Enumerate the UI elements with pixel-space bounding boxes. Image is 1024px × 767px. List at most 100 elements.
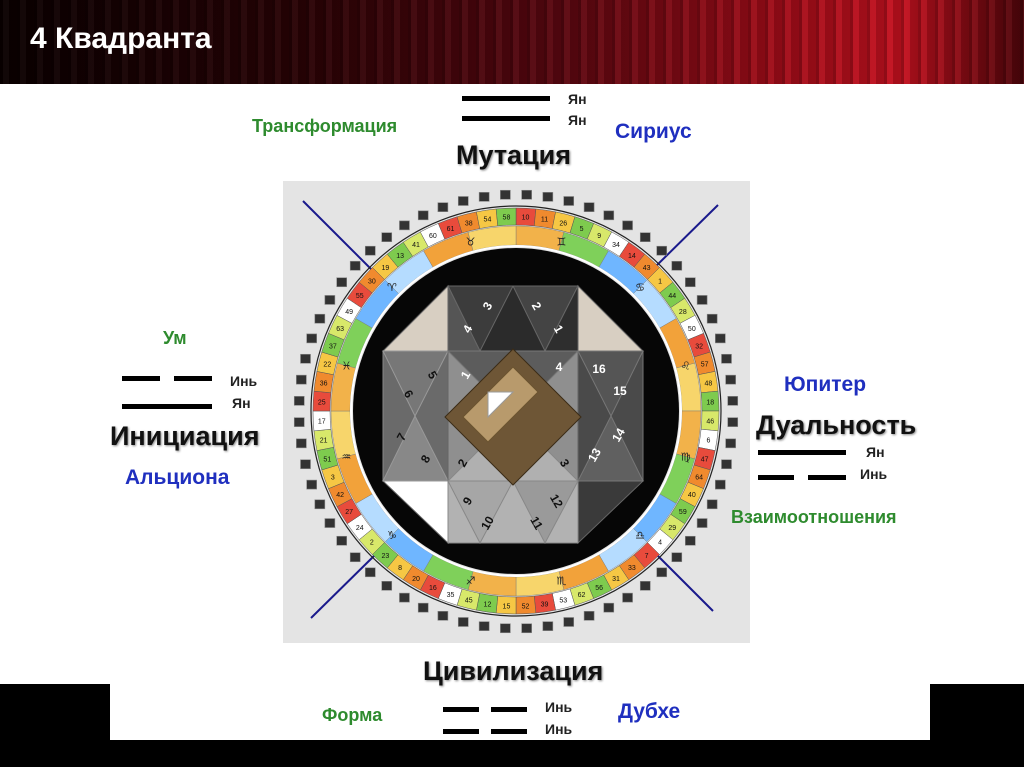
gate-number: 45 xyxy=(465,598,473,605)
zodiac-glyph: ♑ xyxy=(387,529,397,542)
hexagram-glyph xyxy=(336,277,348,288)
hexagram-glyph xyxy=(671,552,683,563)
yin-line xyxy=(808,475,846,480)
triangle xyxy=(577,350,644,418)
zodiac-glyph: ♉ xyxy=(466,235,476,248)
gate-number: 18 xyxy=(706,399,714,406)
gate-number: 43 xyxy=(643,265,651,272)
gate-number: 16 xyxy=(429,585,437,592)
quadrant-star-left: Альциона xyxy=(125,466,230,489)
quadrant-name-right: Дуальность xyxy=(756,410,917,440)
hexagram-glyph xyxy=(563,196,575,206)
triangle-label: 14 xyxy=(609,425,628,444)
yin-line xyxy=(122,376,160,381)
hexagram-glyph xyxy=(306,333,317,344)
line-label: Инь xyxy=(545,721,573,737)
gate-number: 30 xyxy=(368,278,376,285)
zodiac-glyph: ♏ xyxy=(556,575,566,588)
gate-number: 52 xyxy=(522,603,530,610)
triangle-label: 16 xyxy=(592,362,606,376)
hexagram-glyph xyxy=(300,353,311,364)
gate-number: 32 xyxy=(695,343,703,350)
hexagram-glyph xyxy=(622,220,633,231)
gate-number: 31 xyxy=(612,576,620,583)
diagonal-line xyxy=(650,548,714,612)
triangle-label: 15 xyxy=(613,384,627,398)
gate-number: 20 xyxy=(412,576,420,583)
hexagram-glyph xyxy=(293,417,305,427)
gate-number: 48 xyxy=(704,380,712,387)
hexagram-glyph xyxy=(639,580,651,591)
hexagram-glyph xyxy=(500,623,511,634)
trigram-right xyxy=(758,448,852,488)
triangle-label: 13 xyxy=(585,445,604,464)
hexagram-glyph xyxy=(296,374,307,385)
inner-white-ring xyxy=(350,245,682,577)
quadrant-quality-left: Ум xyxy=(163,328,187,348)
hexagram-glyph xyxy=(706,313,718,324)
outer-ring-line xyxy=(310,205,722,617)
hexagram-glyph xyxy=(296,438,307,449)
gate-number: 53 xyxy=(559,598,567,605)
triangle-label: 10 xyxy=(478,513,497,532)
hexagram-glyph xyxy=(721,459,732,470)
hexagram-glyph xyxy=(656,567,668,578)
gate-number: 9 xyxy=(597,233,601,240)
trigram-bottom xyxy=(443,705,533,741)
gate-number: 28 xyxy=(679,309,687,316)
gate-number: 23 xyxy=(381,553,389,560)
hexagram-glyph xyxy=(336,535,348,546)
gate-number: 37 xyxy=(329,343,337,350)
quadrant-quality-bottom: Форма xyxy=(322,705,383,725)
hexagram-glyph xyxy=(478,621,490,631)
hexagram-glyph xyxy=(437,202,449,212)
hexagram-glyph xyxy=(727,396,739,406)
trigram-top xyxy=(462,94,552,134)
hexagram-glyph xyxy=(364,245,376,256)
hexagram-glyph xyxy=(300,459,311,470)
zodiac-glyph: ♌ xyxy=(681,360,691,373)
triangle-label: 4 xyxy=(556,360,563,374)
trigram-left xyxy=(122,374,216,414)
line-label: Инь xyxy=(230,373,258,389)
gate-number: 15 xyxy=(503,603,511,610)
hexagram-glyph xyxy=(381,580,393,591)
hexagram-glyph xyxy=(500,189,511,200)
hexagram-glyph xyxy=(293,396,305,406)
gate-number: 27 xyxy=(345,509,353,516)
gate-number: 14 xyxy=(628,253,636,260)
hexagram-glyph xyxy=(364,567,376,578)
line-label: Ян xyxy=(568,112,587,128)
zodiac-glyph: ♐ xyxy=(466,575,476,588)
gate-number: 26 xyxy=(559,220,567,227)
triangle xyxy=(577,414,644,482)
zodiac-glyph: ♍ xyxy=(681,450,691,463)
hexagram-glyph xyxy=(706,499,718,510)
hexagram-glyph xyxy=(417,210,429,221)
gate-number: 40 xyxy=(688,492,696,499)
quadrant-star-right: Юпитер xyxy=(784,373,867,396)
gate-number: 17 xyxy=(318,419,326,426)
gate-number: 49 xyxy=(345,309,353,316)
hexagram-glyph xyxy=(437,611,449,621)
zodiac-glyph: ♓ xyxy=(342,360,352,373)
gate-number: 63 xyxy=(336,326,344,333)
gate-number: 24 xyxy=(356,525,364,532)
hexagram-glyph xyxy=(314,313,326,324)
hexagram-glyph xyxy=(656,245,668,256)
quadrant-name-top: Мутация xyxy=(456,140,572,170)
gate-number: 6 xyxy=(706,438,710,445)
diagonal-line xyxy=(302,200,374,272)
hexagram-glyph xyxy=(324,518,336,528)
line-label: Ян xyxy=(232,395,251,411)
hexagram-glyph xyxy=(324,295,336,305)
zodiac-glyph: ♊ xyxy=(556,235,566,248)
quadrant-name-bottom: Цивилизация xyxy=(423,656,604,686)
yin-line xyxy=(491,729,527,734)
hexagram-glyph xyxy=(478,192,490,202)
hexagram-glyph xyxy=(715,333,726,344)
gate-number: 2 xyxy=(370,540,374,547)
hexagram-glyph xyxy=(457,617,469,627)
hexagram-glyph xyxy=(563,617,575,627)
hexagram-glyph xyxy=(715,479,726,490)
